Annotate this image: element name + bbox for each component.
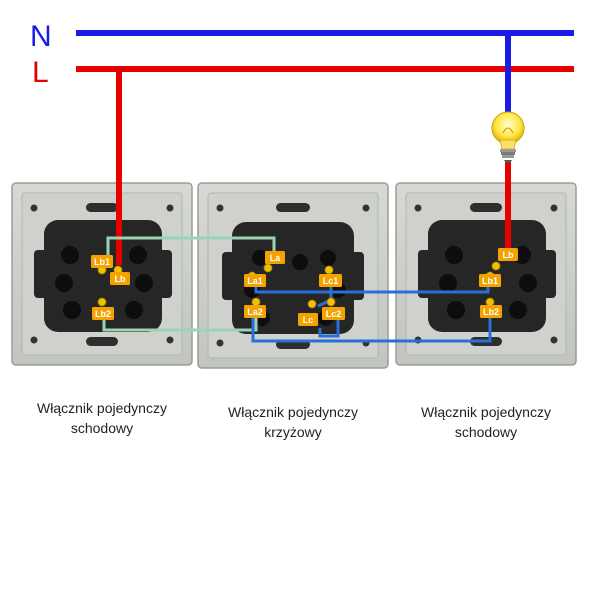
live-label: L: [32, 56, 49, 89]
terminal-label-lb1: Lb1: [479, 274, 501, 287]
switch-1-caption: Włącznik pojedynczy schodowy: [2, 398, 202, 438]
screw-hole: [519, 274, 537, 292]
mechanism-ear: [158, 250, 172, 298]
mechanism-ear: [34, 250, 48, 298]
terminal-label-lb1: Lb1: [91, 255, 113, 268]
screw-hole: [447, 301, 465, 319]
lamp-switch-wire: [505, 160, 511, 260]
traveller-wire-upper: [106, 236, 276, 263]
svg-text:Lc2: Lc2: [326, 309, 342, 319]
svg-text:Lb: Lb: [503, 250, 514, 260]
switch-2-caption: Włącznik pojedynczy krzyżowy: [193, 402, 393, 442]
mechanism-ear: [418, 250, 432, 298]
screw-hole: [135, 274, 153, 292]
mount-slot: [276, 203, 310, 212]
screw-hole: [63, 301, 81, 319]
screw-hole: [252, 250, 268, 266]
terminal-label-la2: La2: [244, 305, 266, 318]
traveller-wire-blue-lower: [251, 315, 492, 343]
mount-screw: [216, 339, 224, 347]
mechanism-ear: [542, 250, 556, 298]
terminal-label-lb2: Lb2: [92, 307, 114, 320]
mount-screw: [166, 204, 174, 212]
caption-line: Włącznik pojedynczy: [37, 400, 167, 416]
svg-text:La: La: [270, 253, 281, 263]
neutral-lamp-wire: [505, 33, 511, 113]
live-feed-wire: [116, 69, 122, 265]
screw-hole: [129, 246, 147, 264]
svg-text:Lb2: Lb2: [95, 309, 111, 319]
mount-screw: [30, 336, 38, 344]
screw-hole: [292, 254, 308, 270]
terminal-label-la1: La1: [244, 274, 266, 287]
screw-hole: [125, 301, 143, 319]
svg-text:Lb: Lb: [115, 274, 126, 284]
mount-screw: [216, 204, 224, 212]
terminal-label-lc2: Lc2: [322, 307, 345, 320]
svg-text:Lb1: Lb1: [94, 257, 110, 267]
caption-line: Włącznik pojedynczy: [421, 404, 551, 420]
mount-slot: [470, 203, 502, 212]
screw-hole: [439, 274, 457, 292]
live-wire: [76, 66, 574, 72]
switch-3-caption: Włącznik pojedynczy schodowy: [386, 402, 586, 442]
mount-screw: [166, 336, 174, 344]
mechanism-ear: [222, 252, 236, 300]
svg-text:Lb1: Lb1: [482, 276, 498, 286]
svg-text:Lc1: Lc1: [323, 276, 339, 286]
mount-slot: [86, 203, 118, 212]
mount-screw: [362, 204, 370, 212]
terminal-label-lb: Lb: [110, 272, 130, 285]
caption-line: schodowy: [70, 420, 134, 436]
terminal-label-lb2: Lb2: [480, 305, 502, 318]
caption-line: Włącznik pojedynczy: [228, 404, 358, 420]
mechanism-ear: [350, 252, 364, 300]
svg-text:La1: La1: [247, 276, 263, 286]
screw-hole: [55, 274, 73, 292]
neutral-wire: [76, 30, 574, 36]
terminal-label-lc1: Lc1: [319, 274, 342, 287]
neutral-label: N: [30, 20, 52, 53]
mount-screw: [550, 204, 558, 212]
screw-hole: [61, 246, 79, 264]
traveller-wire-lower: [102, 313, 258, 332]
mount-screw: [30, 204, 38, 212]
terminal-label-la: La: [265, 251, 285, 264]
mount-slot: [86, 337, 118, 346]
svg-text:Lb2: Lb2: [483, 307, 499, 317]
mount-screw: [414, 204, 422, 212]
screw-hole: [445, 246, 463, 264]
svg-text:La2: La2: [247, 307, 263, 317]
light-bulb-icon: [491, 111, 525, 163]
screw-hole: [320, 250, 336, 266]
caption-line: krzyżowy: [264, 424, 322, 440]
screw-hole: [509, 301, 527, 319]
svg-text:Lc: Lc: [303, 315, 314, 325]
caption-line: schodowy: [454, 424, 518, 440]
traveller-wire-blue-cross: [318, 318, 340, 338]
mount-screw: [550, 336, 558, 344]
terminal-label-lb: Lb: [498, 248, 518, 261]
terminal-label-lc: Lc: [298, 313, 318, 326]
